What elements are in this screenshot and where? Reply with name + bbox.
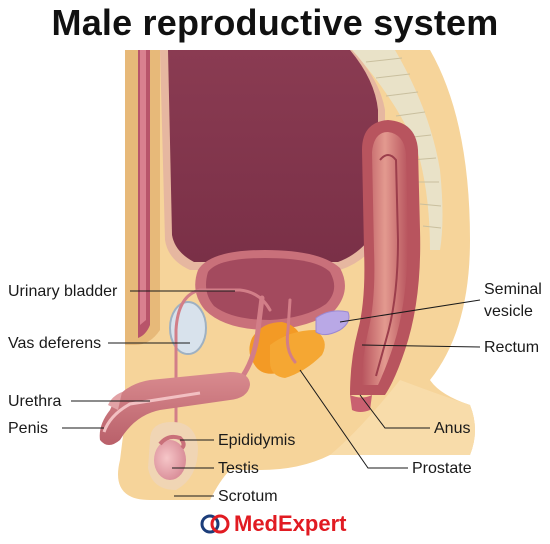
testis-organ [154,440,186,480]
leader-seminal-vesicle [339,299,481,323]
label-urethra: Urethra [8,393,62,410]
seminal-vesicle-organ [315,310,350,336]
leader-prostate [299,369,408,469]
label-penis: Penis [8,420,49,437]
leader-anus [359,394,430,429]
label-urinary-bladder: Urinary bladder [8,283,118,300]
leader-rectum [361,344,481,348]
label-anus: Anus [434,420,471,437]
label-rectum: Rectum [484,339,540,356]
label-seminal-vesicle-line1: Seminal [484,281,542,298]
urinary-bladder-organ [195,250,345,330]
rectum-organ [350,120,421,395]
label-prostate: Prostate [412,460,472,477]
logo-text: MedExpert [234,511,347,536]
anus-organ [350,395,372,412]
label-epididymis: Epididymis [218,432,296,449]
diagram-title: Male reproductive system [51,2,499,43]
abdominal-wall [125,50,160,345]
leader-lines [62,290,481,497]
medexpert-logo: MedExpert [200,509,346,539]
abdominal-cavity [160,50,385,270]
sacrum-spine [352,50,443,250]
label-scrotum: Scrotum [218,488,278,505]
scrotum-organ [148,422,198,490]
medexpert-logo-icon [200,514,230,534]
label-seminal-vesicle-line2: vesicle [484,303,533,320]
epididymis-organ [158,434,186,450]
label-testis: Testis [218,460,259,477]
label-vas-deferens: Vas deferens [8,335,102,352]
